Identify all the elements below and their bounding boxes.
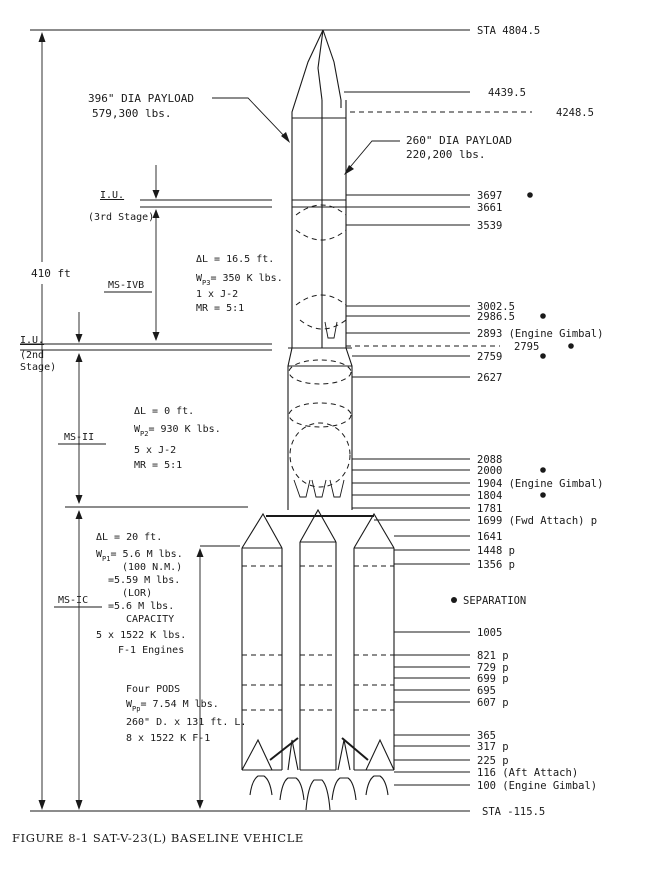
ms-ic-line4: (LOR) (122, 588, 152, 599)
stage-dimension-lines (20, 165, 272, 810)
ms-ic-stage-spec: MS-IC ΔL = 20 ft. WP1= 5.6 M lbs. (100 N… (54, 532, 186, 656)
ms-ivb-dl: ΔL = 16.5 ft. (196, 254, 274, 265)
station-label: 729 p (477, 662, 509, 674)
figure-caption: FIGURE 8-1 SAT-V-23(L) BASELINE VEHICLE (12, 831, 304, 845)
payload-callouts: 396" DIA PAYLOAD 579,300 lbs. 260" DIA P… (88, 92, 512, 175)
payload-large-line1: 396" DIA PAYLOAD (88, 92, 194, 105)
station-label: 699 p (477, 673, 509, 685)
station-label: 116 (Aft Attach) (477, 767, 578, 779)
ms-ivb-mr: MR = 5:1 (196, 303, 244, 314)
station-label: 4439.5 (488, 87, 526, 99)
iu-second-stage-label: I.U. (2nd Stage) (20, 335, 56, 373)
pods-wp: WPp= 7.54 M lbs. (126, 699, 219, 713)
separation-marker (540, 492, 546, 498)
station-label: 3539 (477, 220, 502, 232)
ms-ic-wp: WP1= 5.6 M lbs. (96, 549, 183, 563)
separation-legend: SEPARATION (451, 595, 526, 607)
station-label: 100 (Engine Gimbal) (477, 780, 597, 792)
separation-marker (540, 313, 546, 319)
ms-ic-line6: CAPACITY (126, 614, 174, 625)
ms-ivb-stage-spec: MS-IVB ΔL = 16.5 ft. WP3= 350 K lbs. 1 x… (104, 254, 283, 314)
iu-third-stage-label: I.U. (3rd Stage) (88, 190, 154, 223)
ms-ic-name: MS-IC (58, 595, 88, 606)
ms-ii-dl: ΔL = 0 ft. (134, 406, 194, 417)
payload-small-line1: 260" DIA PAYLOAD (406, 134, 512, 147)
station-label: 1699 (Fwd Attach) p (477, 515, 597, 527)
iu-third-label: I.U. (100, 190, 124, 201)
station-label: 1356 p (477, 559, 515, 571)
iu-second-label: I.U. (20, 335, 44, 346)
ms-ic-line7: 5 x 1522 K lbs. (96, 630, 186, 641)
station-label: 1005 (477, 627, 502, 639)
overall-height-label: 410 ft (31, 267, 71, 280)
overall-height-dimension: 410 ft (30, 29, 292, 812)
station-label: 2893 (Engine Gimbal) (477, 328, 603, 340)
station-label: 2795 (514, 341, 539, 353)
ms-ii-stage-spec: MS-II ΔL = 0 ft. WP2= 930 K lbs. 5 x J-2… (58, 406, 221, 471)
iu-third-sub: (3rd Stage) (88, 212, 154, 223)
payload-small-line2: 220,200 lbs. (406, 148, 485, 161)
station-label: 2627 (477, 372, 502, 384)
ms-ivb-wp: WP3= 350 K lbs. (196, 273, 283, 287)
station-label: 365 (477, 730, 496, 742)
ms-ic-line2: (100 N.M.) (122, 562, 182, 573)
ms-ivb-engines: 1 x J-2 (196, 289, 238, 300)
separation-marker (568, 343, 574, 349)
ms-ii-wp: WP2= 930 K lbs. (134, 424, 221, 438)
ms-ic-dl: ΔL = 20 ft. (96, 532, 162, 543)
station-label: 695 (477, 685, 496, 697)
station-label: 1904 (Engine Gimbal) (477, 478, 603, 490)
station-label: 1781 (477, 503, 502, 515)
separation-label: SEPARATION (463, 595, 526, 607)
separation-marker (540, 467, 546, 473)
iu-second-sub2: Stage) (20, 362, 56, 373)
iu-second-sub1: (2nd (20, 350, 44, 361)
station-label: 3661 (477, 202, 502, 214)
launch-vehicle (241, 29, 395, 811)
ms-ii-engines: 5 x J-2 (134, 445, 176, 456)
station-label: 2759 (477, 351, 502, 363)
station-label: 607 p (477, 697, 509, 709)
ms-ii-mr: MR = 5:1 (134, 460, 182, 471)
station-label: 1641 (477, 531, 502, 543)
pods-line4: 8 x 1522 K F-1 (126, 733, 210, 744)
separation-marker (527, 192, 533, 198)
pods-line3: 260" D. x 131 ft. L. (126, 717, 246, 728)
station-label: 4248.5 (556, 107, 594, 119)
station-label: STA 4804.5 (477, 25, 540, 37)
ms-ivb-name: MS-IVB (108, 280, 144, 291)
station-label: 317 p (477, 741, 509, 753)
ms-ic-line5: =5.6 M lbs. (108, 601, 174, 612)
station-label: 821 p (477, 650, 509, 662)
station-label: 1804 (477, 490, 502, 502)
station-label: 2000 (477, 465, 502, 477)
ms-ic-line3: =5.59 M lbs. (108, 575, 180, 586)
station-label: 3002.5 (477, 301, 515, 313)
ms-ii-name: MS-II (64, 432, 94, 443)
pods-spec: Four PODS WPp= 7.54 M lbs. 260" D. x 131… (126, 684, 246, 744)
station-label: 2088 (477, 454, 502, 466)
station-label: STA -115.5 (482, 806, 545, 818)
payload-large-line2: 579,300 lbs. (92, 107, 171, 120)
ms-ic-line8: F-1 Engines (118, 645, 184, 656)
station-label: 3697 (477, 190, 502, 202)
station-label: 2986.5 (477, 311, 515, 323)
separation-marker (540, 353, 546, 359)
station-label: 1448 p (477, 545, 515, 557)
station-label: 225 p (477, 755, 509, 767)
pods-line1: Four PODS (126, 684, 180, 695)
